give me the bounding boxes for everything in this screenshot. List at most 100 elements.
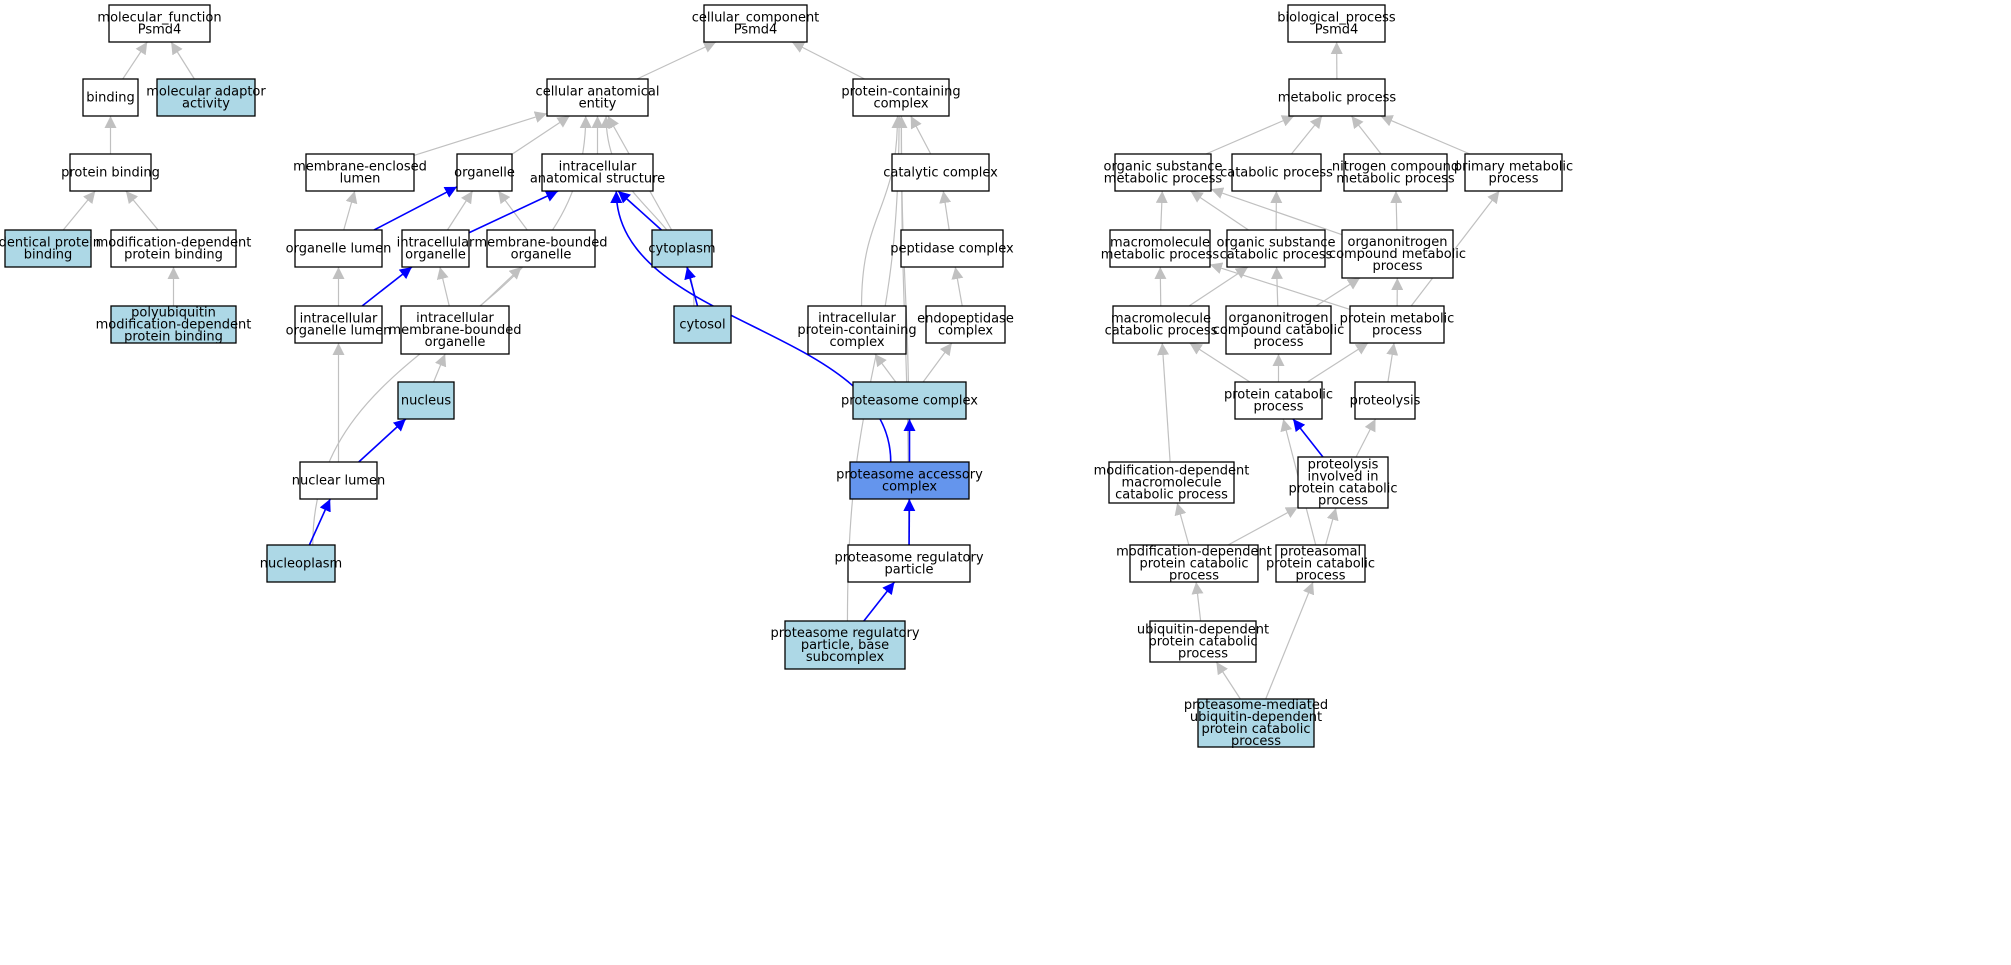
node-box — [305, 153, 415, 192]
edge-cytoplasm-to-ias — [617, 190, 662, 231]
go-term-node-nucleoplasm[interactable]: nucleoplasm — [260, 544, 342, 583]
go-term-node-cytoplasm[interactable]: cytoplasm — [648, 229, 716, 268]
node-label-line: complex — [873, 97, 928, 112]
node-label-line: nuclear lumen — [292, 474, 385, 489]
edge-prpb-to-prp — [863, 581, 896, 622]
go-term-node-proteasome_complex[interactable]: proteasome complex — [841, 381, 978, 420]
node-box — [1275, 544, 1366, 583]
go-term-node-binding[interactable]: binding — [82, 78, 139, 117]
node-box — [397, 381, 455, 420]
node-label-line: particle, base — [801, 638, 889, 653]
go-term-node-nucleus[interactable]: nucleus — [397, 381, 455, 420]
go-term-node-pmudpcp[interactable]: proteasome-mediatedubiquitin-dependentpr… — [1184, 698, 1328, 749]
edge-prot_met-to-mmp — [1209, 262, 1351, 310]
edge-ipcc-to-pcc — [860, 115, 904, 307]
node-box — [852, 381, 967, 420]
node-label-line: nucleus — [401, 394, 451, 409]
node-box — [110, 305, 237, 344]
go-term-node-organelle[interactable]: organelle — [454, 153, 515, 192]
go-term-node-peptidase_complex[interactable]: peptidase complex — [890, 229, 1014, 268]
node-label-line: organelle — [511, 248, 572, 263]
node-box — [1288, 78, 1386, 117]
go-term-node-proteolysis[interactable]: proteolysis — [1350, 381, 1421, 420]
node-label-line: binding — [24, 248, 72, 263]
node-label-line: proteasome accessory — [836, 468, 983, 483]
go-term-node-protein_binding[interactable]: protein binding — [61, 153, 160, 192]
node-box — [1343, 153, 1448, 192]
go-term-node-metabolic_process[interactable]: metabolic process — [1278, 78, 1397, 117]
edge-proteasomal_pcp-to-pipcp — [1325, 507, 1339, 546]
edge-ncmp-to-metabolic_process — [1350, 115, 1382, 155]
go-term-node-catabolic_process[interactable]: catabolic process — [1220, 153, 1333, 192]
edge-oscp-to-osmp — [1190, 190, 1249, 231]
node-box — [401, 229, 470, 268]
go-term-node-nuclear_lumen[interactable]: nuclear lumen — [292, 461, 385, 500]
node-label-line: organic substance — [1217, 236, 1336, 251]
node-label-line: macromolecule — [1110, 236, 1210, 251]
edge-pcp-to-prot_met — [1307, 342, 1369, 383]
node-label-line: proteasome regulatory — [770, 626, 919, 641]
node-label-line: nitrogen compound — [1332, 160, 1459, 175]
node-label-line: intracellular — [818, 311, 896, 326]
edge-pipcp-to-pcp — [1292, 418, 1324, 458]
go-term-node-organelle_lumen[interactable]: organelle lumen — [286, 229, 392, 268]
go-term-node-cytosol[interactable]: cytosol — [673, 305, 732, 344]
node-label-line: proteasome regulatory — [834, 551, 983, 566]
node-label-line: primary metabolic — [1454, 160, 1573, 175]
node-box — [4, 229, 92, 268]
node-label-line: complex — [829, 335, 884, 350]
go-term-node-mdmcp[interactable]: modification-dependentmacromoleculecatab… — [1094, 461, 1250, 504]
node-label-line: protein catabolic — [1266, 557, 1375, 572]
node-box — [1354, 381, 1416, 420]
node-label-line: protein catabolic — [1224, 388, 1333, 403]
node-label-line: Psmd4 — [1315, 23, 1359, 38]
go-term-node-polyubiq[interactable]: polyubiquitinmodification-dependentprote… — [96, 305, 252, 345]
node-box — [1112, 305, 1210, 344]
node-box — [541, 153, 654, 192]
edge-proteasome_complex-to-endopeptidase_complex — [922, 342, 953, 383]
edge-organelle_lumen-to-membrane_enclosed_lumen — [343, 190, 358, 231]
node-box — [294, 229, 383, 268]
edge-mod_dep_pb-to-protein_binding — [125, 190, 159, 231]
node-box — [108, 4, 211, 43]
go-term-node-catalytic_complex[interactable]: catalytic complex — [883, 153, 998, 192]
node-label-line: organic substance — [1104, 160, 1223, 175]
node-label-line: nucleoplasm — [260, 557, 342, 572]
node-box — [673, 305, 732, 344]
node-label-line: macromolecule — [1111, 312, 1211, 327]
node-label-line: protein catabolic — [1201, 722, 1310, 737]
